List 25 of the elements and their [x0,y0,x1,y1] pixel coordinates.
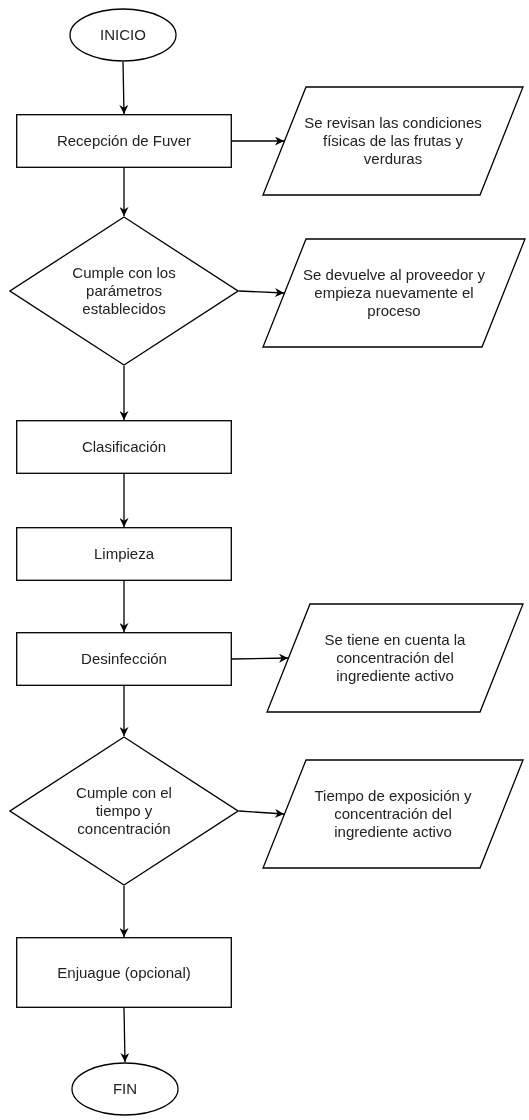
arrow [238,808,285,818]
arrow [119,473,129,528]
data-parallelogram: Se devuelve al proveedor y empieza nuevamente el proceso [262,238,526,348]
arrow [119,685,129,737]
terminal-ellipse: FIN [71,1062,179,1116]
arrow [119,365,129,421]
process-box: Desinfección [16,632,232,686]
arrow [119,61,129,115]
decision-diamond: Cumple con el tiempo y concentración [9,736,239,886]
arrow [119,167,129,217]
data-parallelogram: Se tiene en cuenta la concentración del ingrediente activo [266,603,524,713]
arrow [238,288,285,298]
arrow [119,885,129,938]
terminal-ellipse: INICIO [69,8,177,62]
decision-diamond: Cumple con los parámetros establecidos [9,216,239,366]
arrow [119,580,129,633]
arrow [120,1007,130,1063]
process-box: Recepción de Fuver [16,114,232,168]
arrow [231,136,285,146]
data-parallelogram: Tiempo de exposición y concentración del ingrediente activo [262,759,524,869]
process-box: Limpieza [16,527,232,581]
data-parallelogram: Se revisan las condiciones físicas de las frutas y verduras [262,86,524,196]
process-box: Clasificación [16,420,232,474]
process-box: Enjuague (opcional) [16,937,232,1008]
arrow [231,653,289,663]
